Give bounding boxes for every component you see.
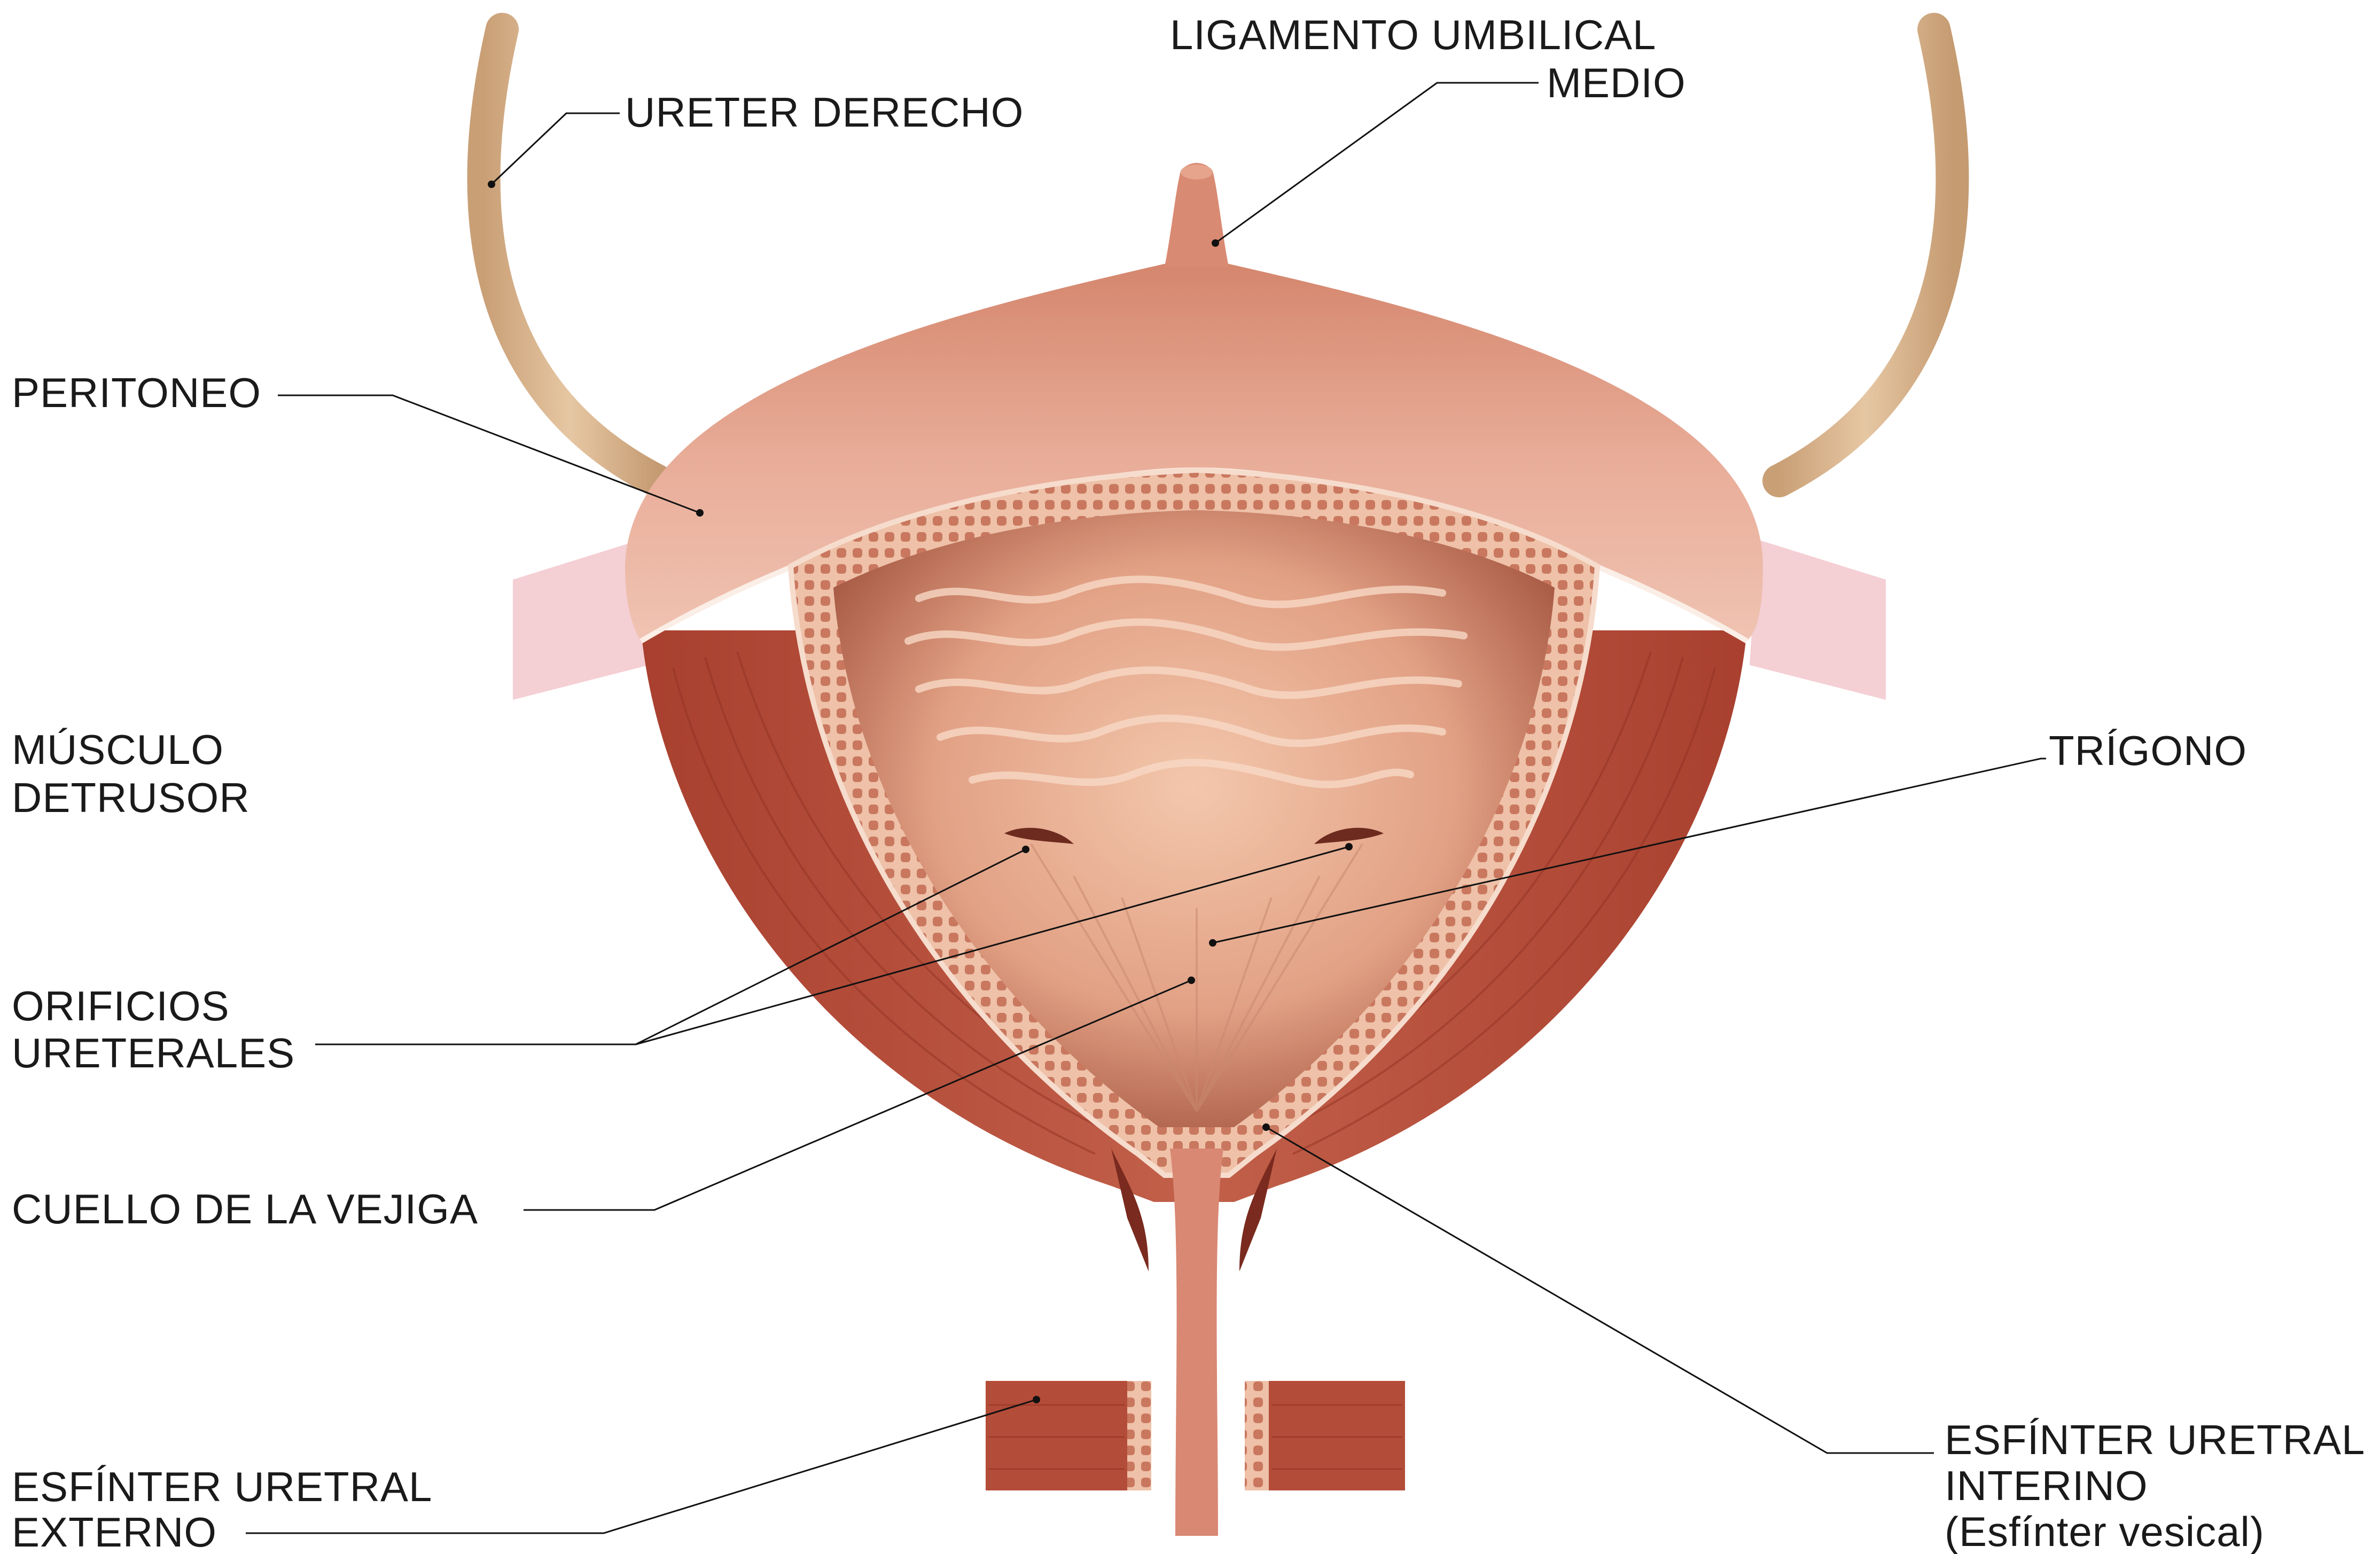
dot-orificio-left (1022, 846, 1029, 853)
external-sphincter-fibres (988, 1404, 1402, 1470)
dot-peritoneo (696, 509, 704, 517)
right-ureter (467, 13, 674, 497)
leader-orificios-2 (635, 846, 1349, 1045)
label-ureterales: URETERALES (12, 1029, 295, 1076)
label-esfinter-externo-2: EXTERNO (12, 1509, 217, 1554)
label-esfinter-interno-3: (Esfínter vesical) (1945, 1508, 2265, 1554)
right-ligament-wing (1750, 540, 1886, 700)
dot-externo (1033, 1396, 1040, 1403)
dot-orificio-right (1345, 843, 1353, 850)
leader-peritoneo (278, 394, 700, 514)
label-esfinter-interno-2: INTERINO (1945, 1462, 2148, 1509)
leader-lines (246, 82, 2046, 1534)
urethra (1170, 1149, 1223, 1536)
label-cuello-vejiga: CUELLO DE LA VEJIGA (12, 1185, 478, 1232)
labels: URETER DERECHO LIGAMENTO UMBILICAL MEDIO… (12, 11, 2365, 1554)
label-esfinter-interno-1: ESFÍNTER URETRAL (1945, 1416, 2365, 1463)
label-peritoneo: PERITONEO (12, 369, 261, 416)
dot-ureter (488, 181, 495, 188)
leader-cuello (524, 979, 1192, 1211)
bladder-interior (833, 510, 1555, 1127)
label-ligamento-umbilical: LIGAMENTO UMBILICAL (1170, 11, 1656, 58)
left-ligament-wing (513, 540, 649, 700)
ureteral-orifice-left (1004, 827, 1074, 844)
external-sphincter-right (1245, 1381, 1405, 1490)
label-detrusor: DETRUSOR (12, 774, 250, 821)
mucosal-folds (904, 575, 1468, 788)
leader-externo (246, 1399, 1037, 1534)
dot-ligamento (1212, 239, 1219, 247)
dot-interno (1262, 1123, 1270, 1131)
leader-ureter (490, 112, 620, 185)
external-sphincter-left-lining (1127, 1381, 1151, 1490)
external-sphincter-right-lining (1245, 1381, 1269, 1490)
left-ureter (1762, 13, 1969, 497)
label-ureter-derecho: URETER DERECHO (625, 89, 1024, 136)
dot-cuello (1188, 977, 1195, 984)
leader-interno (1266, 1126, 1934, 1454)
dot-trigono (1209, 939, 1216, 947)
leader-trigono (1212, 758, 2046, 944)
leader-ligamento (1215, 82, 1539, 244)
label-ligamento-medio: MEDIO (1547, 59, 1686, 106)
umbilical-ligament-tip (1181, 165, 1213, 179)
external-sphincter-left (986, 1381, 1151, 1490)
label-orificios: ORIFICIOS (12, 982, 230, 1029)
neck-flap-right (1239, 1149, 1277, 1271)
ureteral-orifice-right (1314, 827, 1384, 844)
label-musculo: MÚSCULO (12, 726, 224, 773)
neck-flap-left (1111, 1149, 1149, 1271)
label-esfinter-externo-1: ESFÍNTER URETRAL (12, 1463, 432, 1510)
peritoneum-dome (625, 256, 1763, 641)
label-trigono: TRÍGONO (2049, 727, 2247, 774)
